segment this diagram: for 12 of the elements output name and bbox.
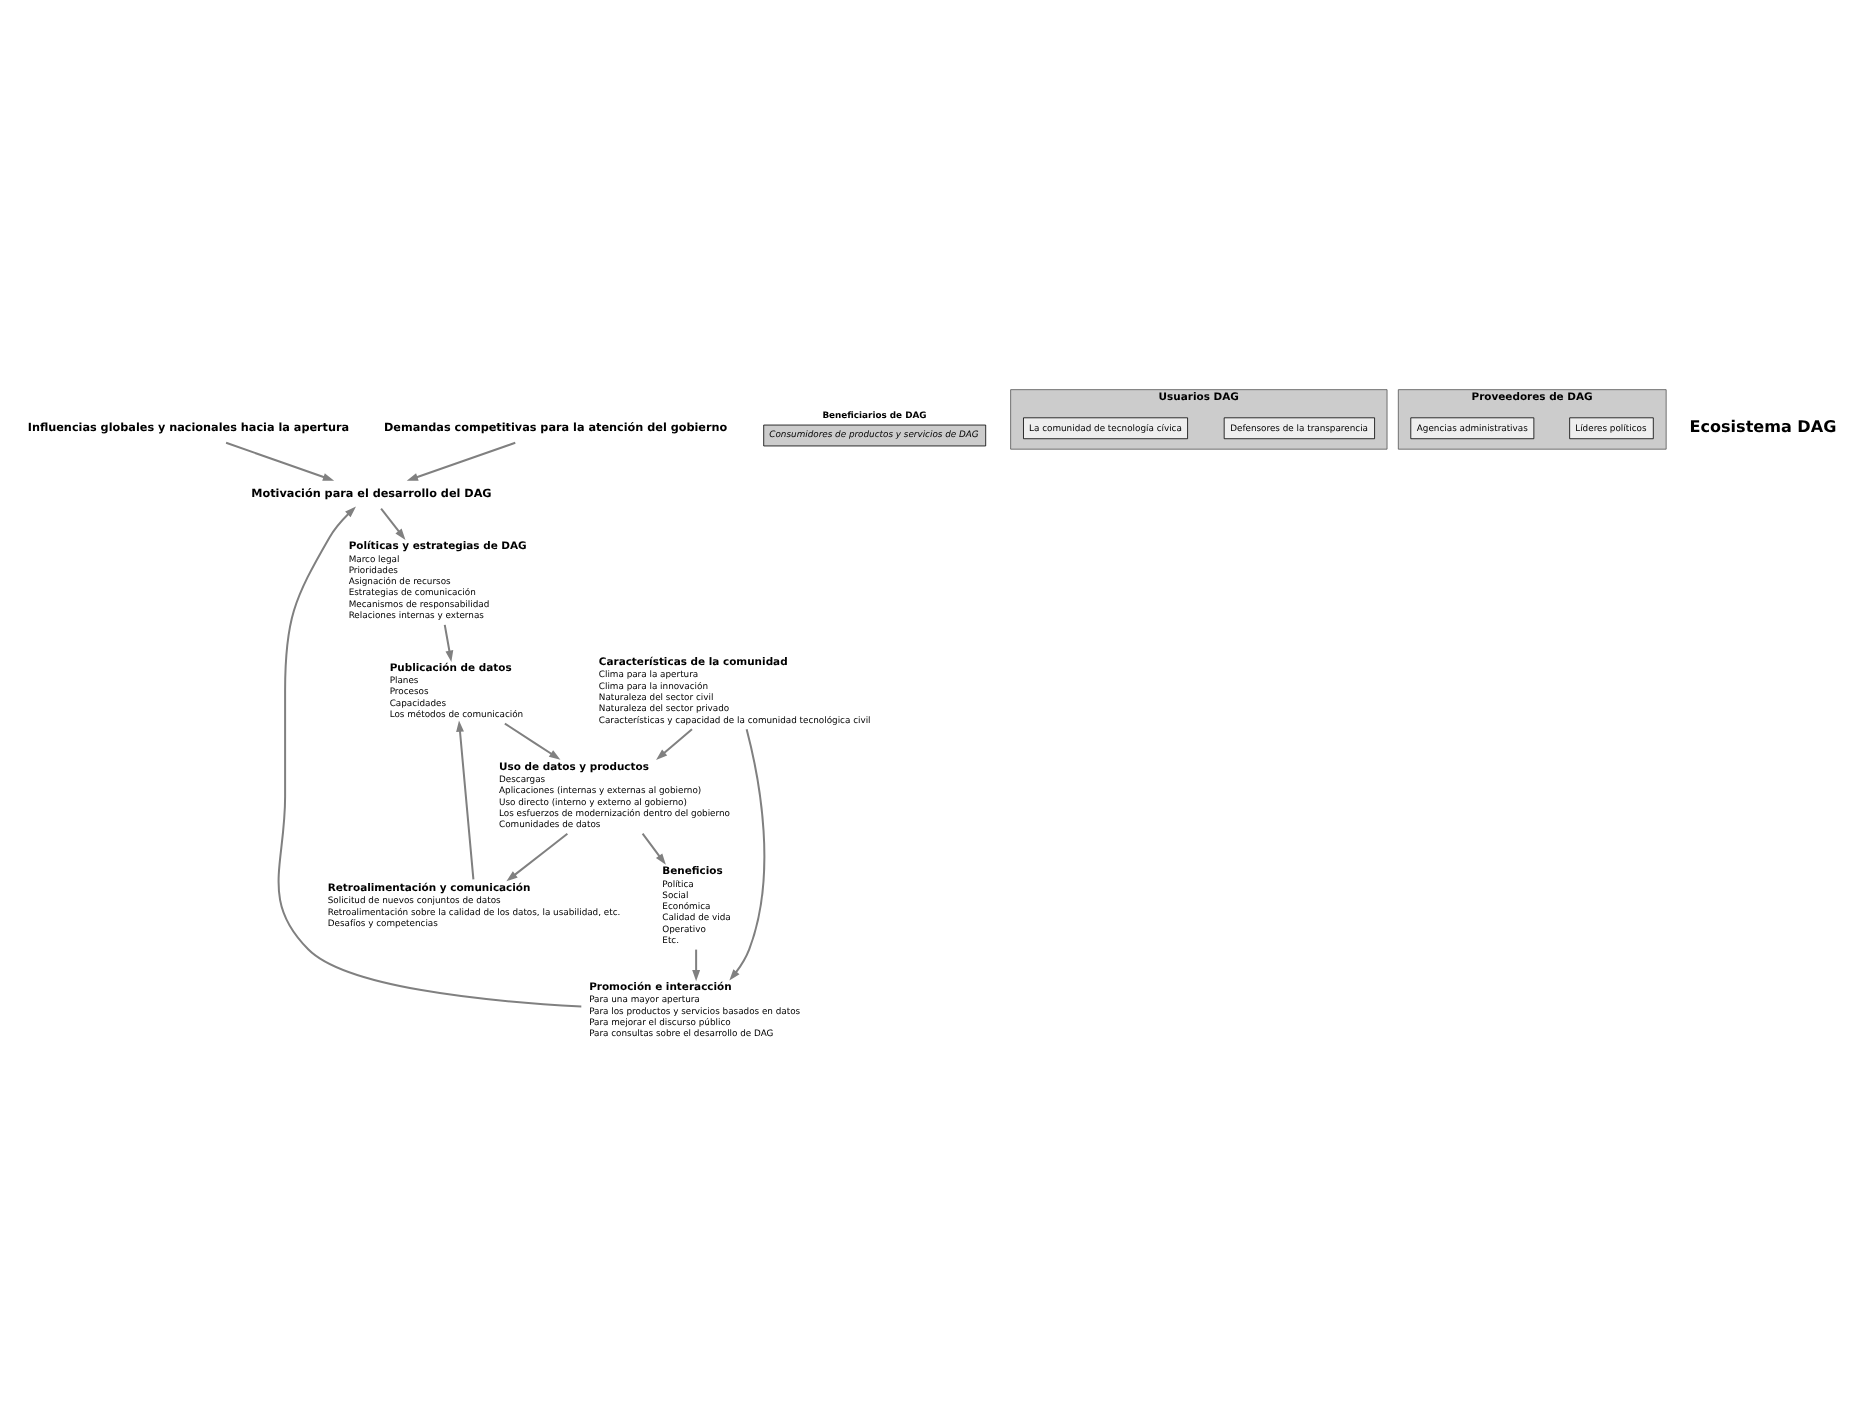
arrow [504, 721, 561, 759]
arrow [692, 948, 701, 981]
arrow [506, 831, 568, 881]
arrow [406, 440, 516, 480]
arrow [641, 832, 666, 864]
arrow [443, 623, 454, 661]
arrow [380, 507, 406, 539]
arrow [277, 505, 582, 1007]
arrow [729, 727, 766, 980]
arrow [456, 719, 475, 879]
arrow [225, 440, 335, 480]
arrow [656, 727, 693, 759]
